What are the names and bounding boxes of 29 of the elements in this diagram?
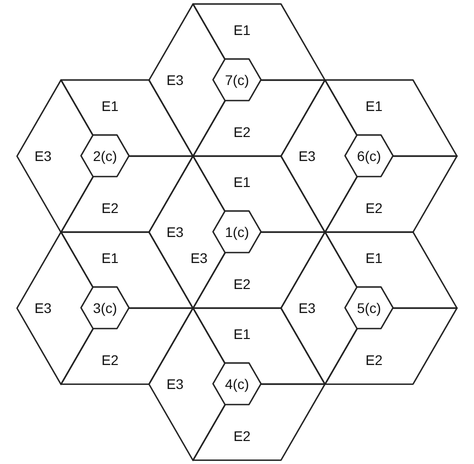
sector-label: E1: [101, 250, 119, 266]
sector-label: E2: [233, 124, 251, 140]
sector-label: E1: [233, 174, 251, 190]
sector-label: E2: [101, 200, 119, 216]
sector-label: E2: [233, 276, 251, 292]
cell-label: 1(c): [224, 224, 250, 240]
sector-label: E1: [101, 98, 119, 114]
sector-label: E3: [166, 72, 184, 88]
sector-label: E2: [365, 352, 383, 368]
sector-label: E3: [34, 148, 52, 164]
cell-label: 5(c): [356, 300, 382, 316]
cell-label: 3(c): [92, 300, 118, 316]
cell-label: 4(c): [224, 376, 250, 392]
sector-label: E2: [233, 428, 251, 444]
sector-label: E3: [34, 300, 52, 316]
cell-label: 6(c): [356, 148, 382, 164]
sector-label: E3: [190, 250, 208, 266]
cell-label: 2(c): [92, 148, 118, 164]
sector-label: E2: [101, 352, 119, 368]
sector-label: E3: [298, 300, 316, 316]
sector-label: E1: [233, 22, 251, 38]
sector-label: E3: [166, 376, 184, 392]
sector-label: E1: [233, 326, 251, 342]
sector-label: E1: [365, 98, 383, 114]
sector-label: E1: [365, 250, 383, 266]
sector-label: E2: [365, 200, 383, 216]
cell-label: 7(c): [224, 72, 250, 88]
sector-label: E3: [166, 224, 184, 240]
sector-label: E3: [298, 148, 316, 164]
